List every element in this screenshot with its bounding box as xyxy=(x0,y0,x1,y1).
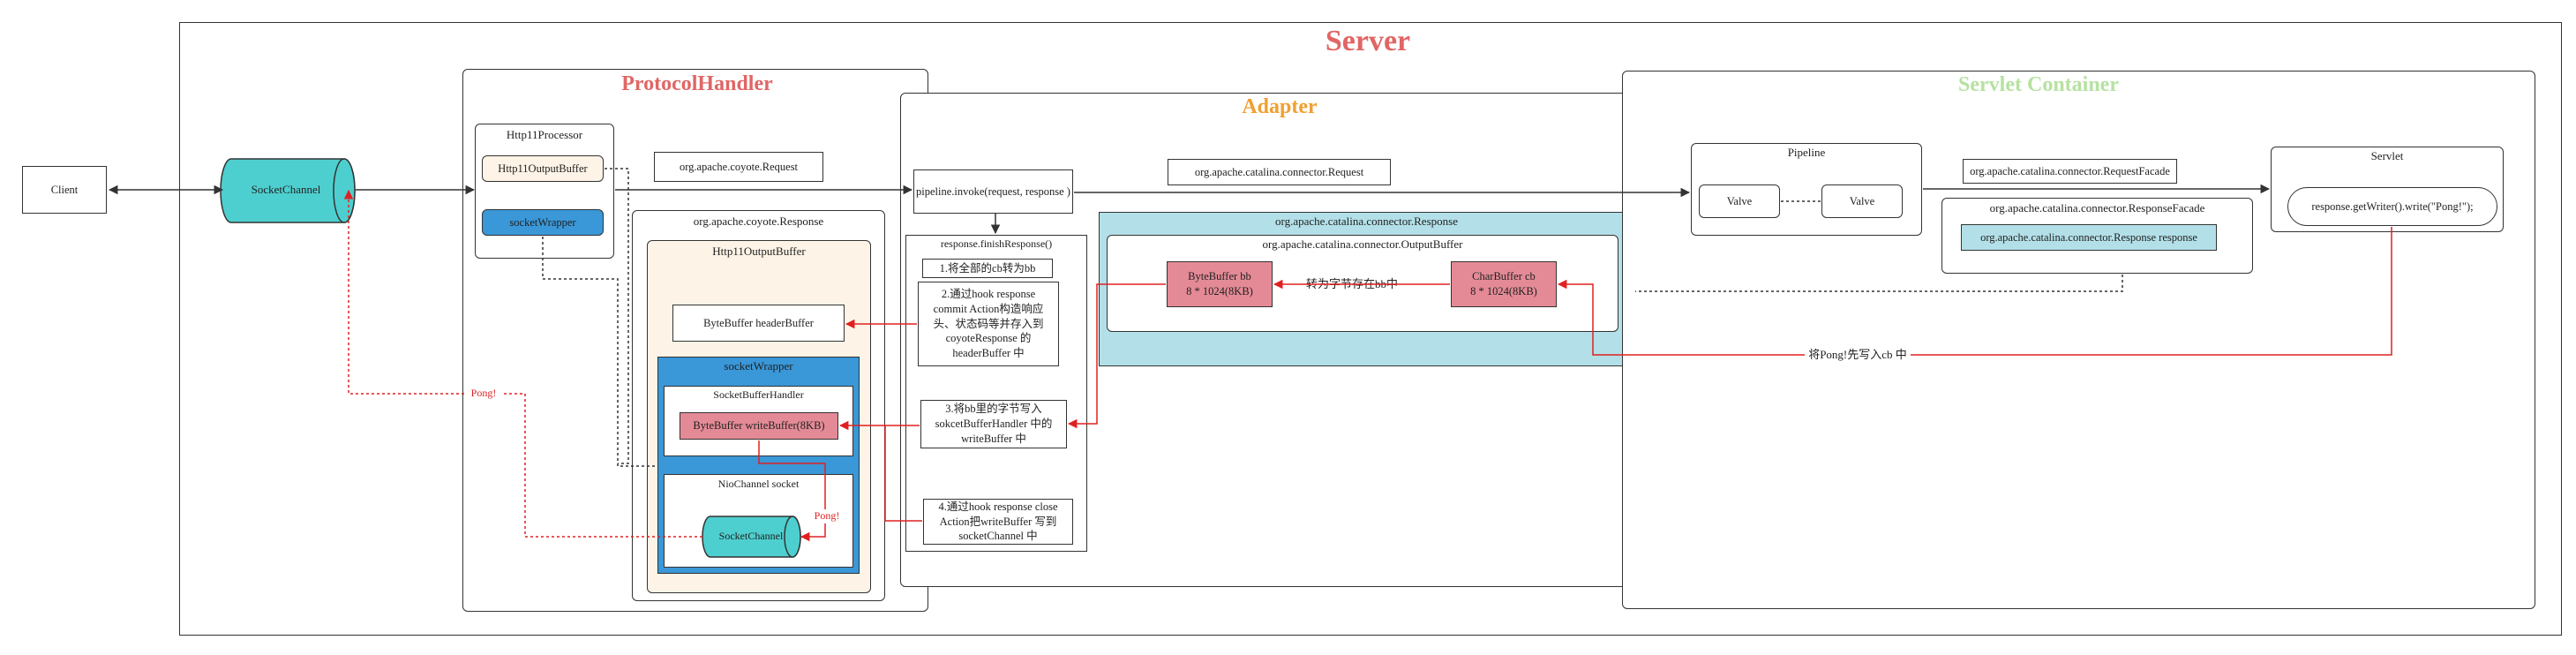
servlet-label: Servlet xyxy=(2370,149,2404,162)
pipeline-label: Pipeline xyxy=(1787,146,1826,159)
valve2-box: Valve xyxy=(1821,184,1903,218)
coyote-request-box: org.apache.coyote.Request xyxy=(654,152,823,182)
step4-label: 4.通过hook response close Action把writeBuff… xyxy=(938,500,1058,543)
client-box: Client xyxy=(22,166,107,214)
pong-inner-label: Pong! xyxy=(809,509,845,523)
socket-wrapper-label: socketWrapper xyxy=(509,215,576,229)
header-buffer-label: ByteBuffer headerBuffer xyxy=(703,316,814,329)
write-buffer-label: ByteBuffer writeBuffer(8KB) xyxy=(693,419,825,433)
char-buffer-cb-label: CharBuffer cb 8 * 1024(8KB) xyxy=(1470,270,1537,297)
request-facade-box: org.apache.catalina.connector.RequestFac… xyxy=(1963,159,2177,184)
header-buffer-box: ByteBuffer headerBuffer xyxy=(672,305,845,342)
pipeline-invoke-box: pipeline.invoke(request, response ) xyxy=(913,169,1073,214)
step1-label: 1.将全部的cb转为bb xyxy=(939,261,1036,275)
socket-wrapper-dotted xyxy=(542,237,658,467)
valve1-box: Valve xyxy=(1699,184,1780,218)
inner-socket-wrapper-label: socketWrapper xyxy=(724,359,793,373)
step3-label: 3.将bb里的字节写入sokcetBufferHandler 中的writeBu… xyxy=(935,403,1053,445)
response-facade-label: org.apache.catalina.connector.ResponseFa… xyxy=(1989,201,2205,215)
bb-step3-arrow xyxy=(1067,283,1166,429)
connector-request-label: org.apache.catalina.connector.Request xyxy=(1194,165,1364,178)
adapter-title: Adapter xyxy=(1242,95,1318,118)
step4-box: 4.通过hook response close Action把writeBuff… xyxy=(923,499,1073,545)
connector-request-box: org.apache.catalina.connector.Request xyxy=(1168,159,1391,185)
socket-channel-inner-label: SocketChannel xyxy=(718,530,784,542)
socket-buffer-handler-label: SocketBufferHandler xyxy=(713,388,804,401)
step2-box: 2.通过hook response commit Action构造响应头、状态码… xyxy=(918,282,1059,366)
server-title: Server xyxy=(1325,25,1411,57)
http11-processor-box xyxy=(475,124,614,259)
servlet-call-label: response.getWriter().write("Pong!"); xyxy=(2311,200,2474,213)
servlet-container-title: Servlet Container xyxy=(1958,73,2119,96)
pong-left-label: Pong! xyxy=(466,387,501,401)
nio-channel-label: NioChannel socket xyxy=(717,478,800,490)
http11-output-buffer-box: Http11OutputBuffer xyxy=(482,155,604,182)
finish-response-label: response.finishResponse() xyxy=(940,237,1053,250)
pipeline-invoke-label: pipeline.invoke(request, response ) xyxy=(916,184,1070,198)
response-response-label: org.apache.catalina.connector.Response r… xyxy=(1980,230,2197,244)
request-facade-label: org.apache.catalina.connector.RequestFac… xyxy=(1970,164,2170,177)
output-buffer-dotted xyxy=(605,168,629,464)
servlet-cb-arrow xyxy=(1557,227,2392,356)
coyote-request-label: org.apache.coyote.Request xyxy=(679,160,799,173)
pong-return-arrow xyxy=(343,189,702,538)
response-response-box: org.apache.catalina.connector.Response r… xyxy=(1961,224,2217,251)
output-buffer-label: org.apache.catalina.connector.OutputBuff… xyxy=(1262,237,1463,251)
step1-box: 1.将全部的cb转为bb xyxy=(922,259,1053,278)
char-buffer-cb-box: CharBuffer cb 8 * 1024(8KB) xyxy=(1451,261,1557,307)
protocol-handler-title: ProtocolHandler xyxy=(621,72,773,95)
write-buffer-box: ByteBuffer writeBuffer(8KB) xyxy=(680,412,838,440)
coyote-response-label: org.apache.coyote.Response xyxy=(693,215,824,228)
http11-processor-label: Http11Processor xyxy=(506,128,583,141)
byte-buffer-bb-label: ByteBuffer bb 8 * 1024(8KB) xyxy=(1186,270,1253,297)
inner-output-buffer-label: Http11OutputBuffer xyxy=(712,245,806,258)
write-socket-arrow xyxy=(758,440,826,542)
facade-response-dotted xyxy=(1635,275,2123,292)
write-cb-label: 将Pong!先写入cb 中 xyxy=(1805,348,1911,363)
step3-box: 3.将bb里的字节写入sokcetBufferHandler 中的writeBu… xyxy=(920,400,1067,448)
socket-wrapper-box: socketWrapper xyxy=(482,209,604,236)
http11-output-buffer-label: Http11OutputBuffer xyxy=(498,162,588,175)
socket-channel-outer-label: SocketChannel xyxy=(251,183,321,196)
valve1-label: Valve xyxy=(1726,194,1753,207)
step2-label: 2.通过hook response commit Action构造响应头、状态码… xyxy=(933,287,1044,360)
connector-response-label: org.apache.catalina.connector.Response xyxy=(1275,215,1458,228)
client-label: Client xyxy=(50,183,79,196)
byte-buffer-bb-box: ByteBuffer bb 8 * 1024(8KB) xyxy=(1167,261,1273,307)
servlet-call-box: response.getWriter().write("Pong!"); xyxy=(2287,187,2497,226)
step4-write-arrow xyxy=(884,425,922,522)
valve2-label: Valve xyxy=(1849,194,1875,207)
